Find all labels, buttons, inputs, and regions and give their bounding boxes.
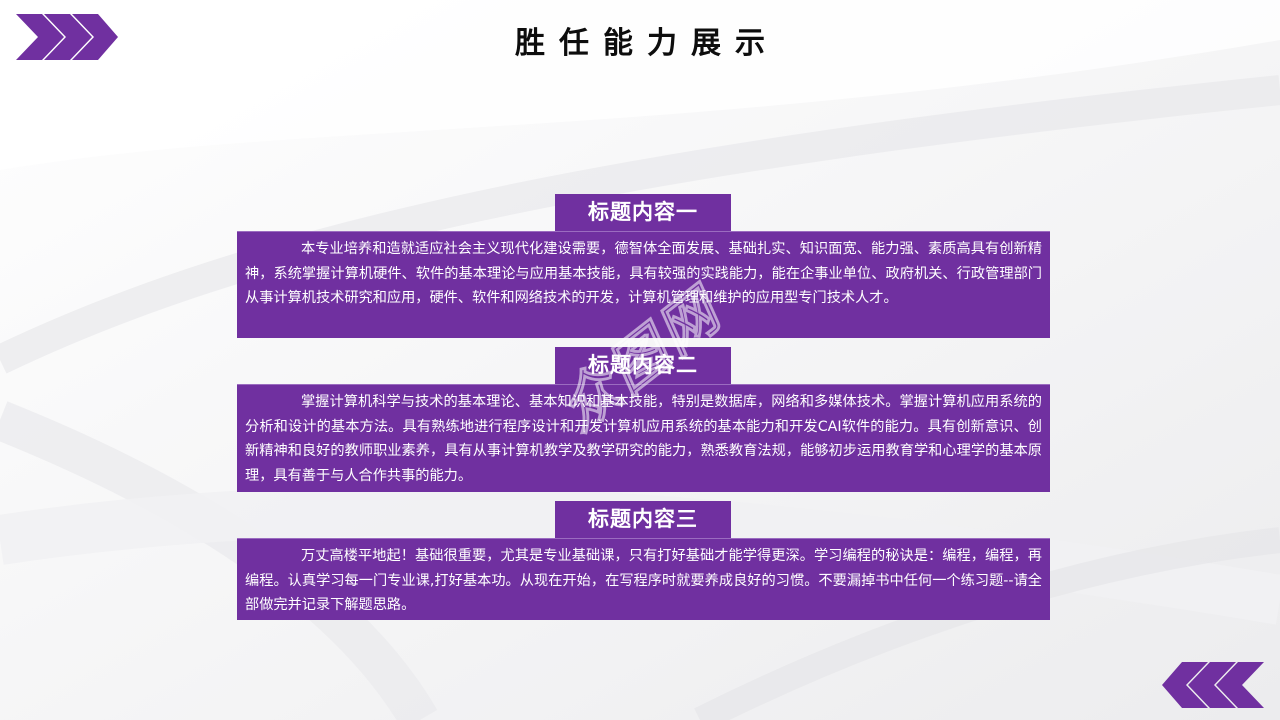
chevrons-right-icon [16,14,118,60]
section-body-1: 本专业培养和造就适应社会主义现代化建设需要，德智体全面发展、基础扎实、知识面宽、… [237,231,1050,338]
page-title: 胜任能力展示 [515,26,779,61]
section-body-2: 掌握计算机科学与技术的基本理论、基本知识和基本技能，特别是数据库，网络和多媒体技… [237,384,1050,492]
section-heading-2: 标题内容二 [555,347,731,384]
section-body-3: 万丈高楼平地起！基础很重要，尤其是专业基础课，只有打好基础才能学得更深。学习编程… [237,538,1050,620]
chevrons-left-icon [1162,662,1264,708]
section-heading-1: 标题内容一 [555,194,731,231]
section-heading-3: 标题内容三 [555,501,731,538]
